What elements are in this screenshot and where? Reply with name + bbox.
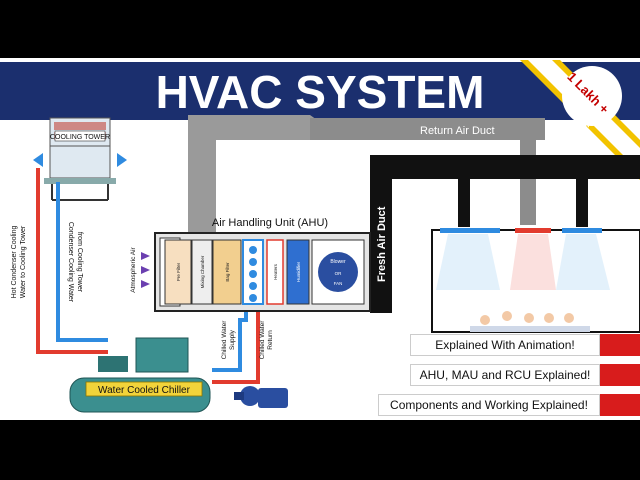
blower-label: Blower [330,259,346,265]
mixing-chamber-label: Mixing Chamber [200,255,205,288]
fresh-air-duct: Fresh Air Duct [370,155,640,313]
humidifier [286,239,310,305]
air-out-arrow-right-icon [117,153,127,167]
pre-filter [164,239,192,305]
blower-fan-icon [318,252,358,292]
chiller-label: Water Cooled Chiller [98,385,191,396]
banner-1-text: Explained With Animation! [435,338,575,352]
mixing-chamber [191,239,213,305]
banner-3-accent [600,394,640,416]
ahu-label: Air Handling Unit (AHU) [212,217,328,229]
atmospheric-air-arrows: Atmospheric Air [130,246,150,293]
views-badge: 1 Lakh + Views [520,60,640,180]
chilled-water-pump [234,386,288,408]
condenser-water-label-1: Condenser Cooling Water [67,222,74,303]
banner-2-accent [600,364,640,386]
cooling-tower: COOLING TOWER [33,117,127,201]
chilled-return-label-1: Chilled Water [259,320,266,360]
water-cooled-chiller: Water Cooled Chiller [69,337,211,413]
banner-3-text: Components and Working Explained! [390,398,588,412]
heater [266,239,284,305]
banner-1: Explained With Animation! [410,334,600,356]
hot-condenser-label-2: Water to Cooling Tower [20,225,27,298]
banner-2-text: AHU, MAU and RCU Explained! [419,368,591,382]
atmospheric-air-label: Atmospheric Air [130,246,137,292]
banner-3: Components and Working Explained! [378,394,600,416]
hot-condenser-label-1: Hot Condenser Cooling [11,226,18,299]
cooling-tower-label: COOLING TOWER [50,134,110,141]
bag-filter [212,239,242,305]
air-out-arrow-left-icon [33,153,43,167]
chilled-water-loop [212,300,260,384]
chilled-supply-label-2: Supply [229,329,236,350]
conditioned-room [431,228,640,333]
return-air-duct: Return Air Duct [188,115,545,235]
blower-fan-label: FAN [334,281,343,286]
heater-label: Heaters [273,263,278,280]
blower-or-label: OR [335,271,343,276]
banner-2: AHU, MAU and RCU Explained! [410,364,600,386]
humidifier-label: Humidifier [296,261,301,282]
bag-filter-label: Bag Filter [225,262,230,282]
pre-filter-label: Pre Filter [176,262,181,281]
air-handling-unit: Air Handling Unit (AHU) Pre Filter Mixin… [154,217,371,312]
banner-1-accent [600,334,640,356]
chilled-supply-label-1: Chilled Water [221,320,228,360]
page-title: HVAC SYSTEM [156,66,485,118]
condenser-water-loop [36,168,108,354]
fresh-air-duct-label: Fresh Air Duct [376,206,388,282]
return-air-duct-label: Return Air Duct [420,125,495,137]
chilled-return-label-2: Return [267,330,274,350]
condenser-water-label-2: from Cooling Tower [76,232,83,293]
